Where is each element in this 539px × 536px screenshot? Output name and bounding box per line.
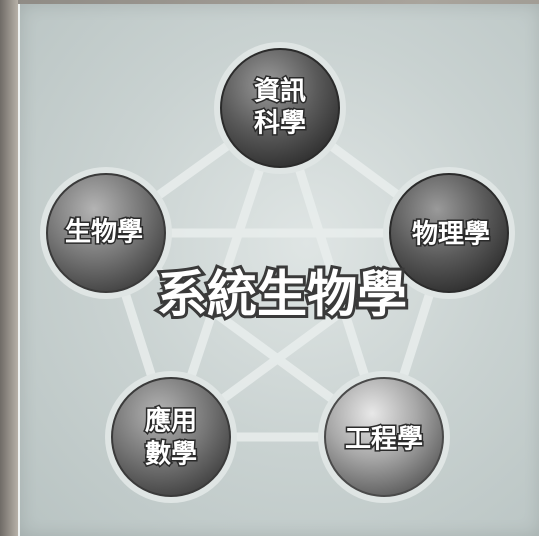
node-biology: 生物學: [40, 167, 172, 299]
node-applied-math-circle: [111, 377, 231, 497]
node-physics-label: 物理學: [412, 220, 490, 250]
node-engineering: 工程學: [318, 371, 450, 503]
center-title: 系統生物學: [157, 266, 407, 324]
page-edge: [0, 0, 18, 536]
node-physics-circle: [389, 173, 509, 293]
node-cs-circle: [220, 48, 340, 168]
node-applied-math-label-2: 數學: [145, 440, 197, 470]
node-applied-math: 應用 數學: [105, 371, 237, 503]
node-cs-label-2: 科學: [254, 109, 306, 139]
node-cs-label-1: 資訊: [254, 76, 306, 107]
node-cs: 資訊 科學: [214, 42, 346, 174]
node-biology-circle: [46, 173, 166, 293]
node-engineering-label: 工程學: [345, 425, 423, 455]
node-biology-label: 生物學: [65, 218, 143, 248]
node-engineering-circle: [324, 377, 444, 497]
node-applied-math-label-1: 應用: [145, 406, 197, 437]
node-physics: 物理學: [383, 167, 515, 299]
